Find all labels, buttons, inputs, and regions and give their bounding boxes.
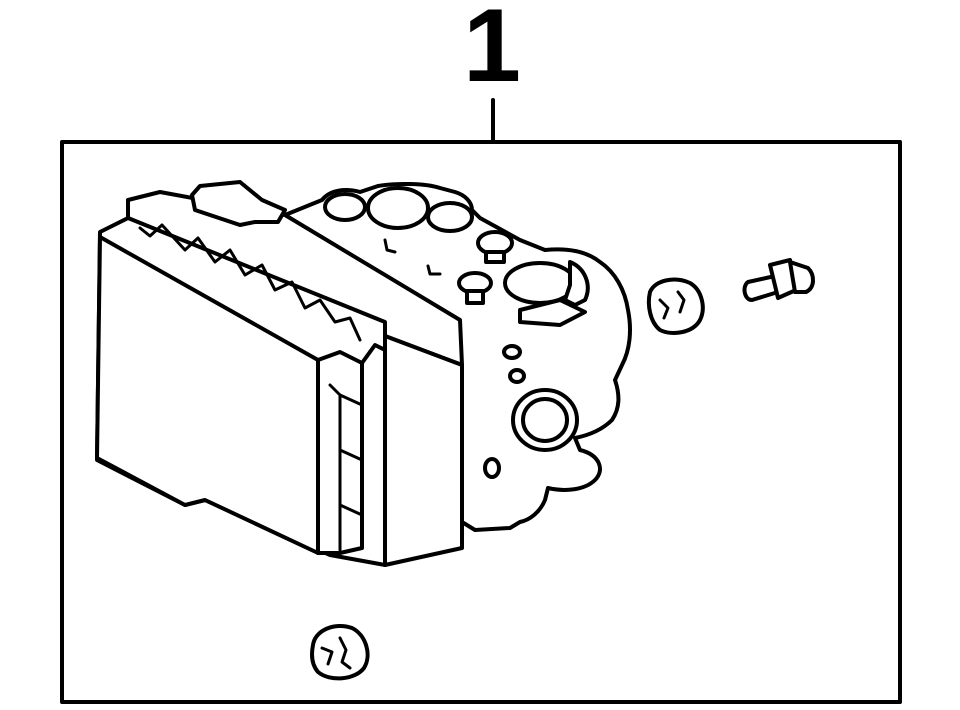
bushing-crease-2	[676, 290, 686, 314]
rib-3	[338, 503, 364, 517]
bolt-head	[788, 260, 815, 294]
bolt-shank	[742, 274, 780, 302]
port-nipple-2	[465, 289, 485, 305]
connector-tab	[190, 180, 287, 227]
bolt-icon[interactable]	[742, 258, 815, 302]
abs-module-icon[interactable]	[95, 180, 632, 567]
lower-bushing-icon[interactable]	[310, 624, 370, 681]
lower-bushing-crease-2	[338, 636, 352, 670]
side-port-small-3	[483, 457, 501, 479]
port-boss-left	[323, 192, 367, 222]
slot-1	[383, 238, 397, 254]
side-port-small-2	[508, 368, 526, 384]
lower-bushing-body	[310, 624, 370, 681]
rib-4	[328, 383, 342, 552]
bushing-crease-1	[658, 298, 670, 320]
ecu-rib-strip-edge	[360, 343, 387, 567]
port-boss-center	[366, 186, 430, 230]
slot-2	[426, 264, 442, 276]
port-boss-right	[426, 201, 474, 233]
rib-1	[338, 393, 364, 407]
vent-zigzag	[138, 223, 362, 342]
bracket-ear	[563, 260, 590, 307]
port-nipple-1	[484, 250, 506, 264]
callout-number: 1	[463, 0, 521, 104]
bracket-lip	[518, 298, 587, 327]
bushing-body	[646, 277, 705, 335]
side-port-small-1	[502, 344, 522, 360]
ecu-right-face	[383, 334, 464, 567]
rib-2	[338, 448, 364, 462]
diagram-frame	[60, 140, 902, 704]
bushing-icon[interactable]	[646, 277, 705, 335]
lower-bushing-crease-1	[320, 646, 334, 666]
side-port-large-inner	[521, 397, 569, 443]
